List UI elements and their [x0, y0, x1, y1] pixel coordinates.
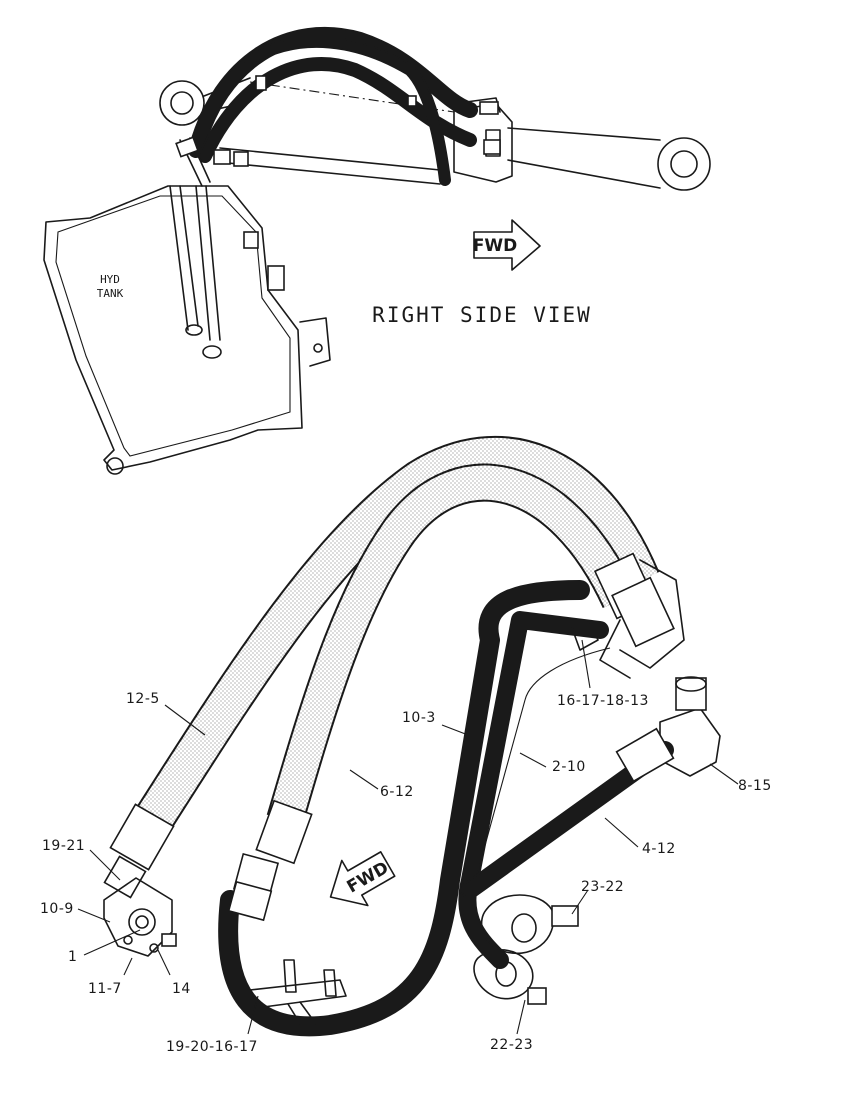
callout-10-9: 10-9 — [40, 901, 74, 917]
fittings-top — [175, 75, 501, 167]
clamp-assembly — [249, 959, 347, 1031]
callout-22-23: 22-23 — [490, 1037, 533, 1053]
callout-19-21: 19-21 — [42, 838, 85, 854]
lower-right-flanges — [473, 894, 579, 1005]
callout-11-7: 11-7 — [88, 981, 122, 997]
callout-16-17-18-13: 16-17-18-13 — [557, 693, 649, 709]
hose-ferrules — [103, 552, 675, 922]
exploded-view-illustration — [103, 436, 721, 1037]
tank-label-line2: TANK — [97, 287, 124, 300]
callout-8-15: 8-15 — [738, 778, 772, 794]
fwd-arrow-upper: FWD — [473, 219, 541, 271]
tank-label-line1: HYD — [100, 273, 120, 286]
leader-lines — [77, 639, 739, 1035]
callout-2-10: 2-10 — [552, 759, 586, 775]
callout-10-3: 10-3 — [402, 710, 436, 726]
callout-14: 14 — [172, 981, 191, 997]
right-mount-eye — [507, 127, 711, 191]
view-title: RIGHT SIDE VIEW — [372, 303, 592, 327]
hyd-tank: HYD TANK — [43, 185, 331, 475]
elbow-fitting — [615, 676, 721, 783]
callout-12-5: 12-5 — [126, 691, 160, 707]
fwd-upper-label: FWD — [473, 236, 517, 256]
fwd-arrow-lower: FWD — [329, 851, 396, 907]
callout-23-22: 23-22 — [581, 879, 624, 895]
left-flange-block — [103, 877, 177, 957]
callout-4-12: 4-12 — [642, 841, 676, 857]
callout-labels: 12-5 10-3 16-17-18-13 2-10 8-15 6-12 4-1… — [40, 691, 772, 1055]
right-side-view-illustration: HYD TANK — [43, 27, 711, 475]
callout-19-20-16-17: 19-20-16-17 — [166, 1039, 258, 1055]
callout-1: 1 — [68, 949, 77, 965]
callout-6-12: 6-12 — [380, 784, 414, 800]
